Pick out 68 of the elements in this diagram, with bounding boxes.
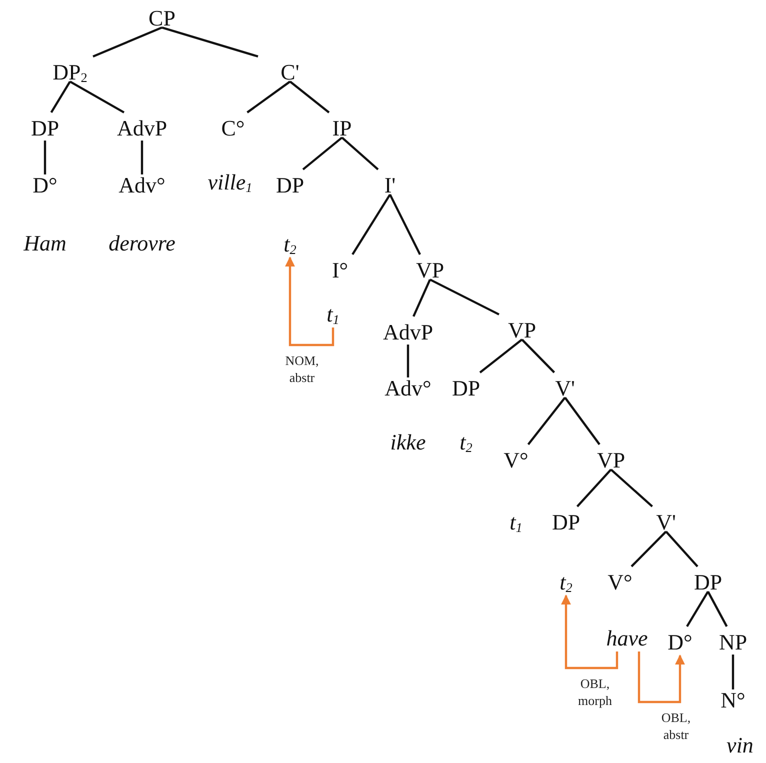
node-label: C' xyxy=(280,60,300,84)
terminal-word: Ham xyxy=(24,231,66,255)
node-label: VP xyxy=(596,448,626,472)
node-label: DP xyxy=(276,173,304,197)
tree-branch xyxy=(406,344,410,378)
tree-branch xyxy=(44,140,46,174)
tree-branch xyxy=(302,136,343,170)
node-label: NP xyxy=(718,630,748,654)
node-label: I° xyxy=(332,258,348,282)
node-label: AdvP xyxy=(116,116,168,140)
tree-branch xyxy=(630,530,667,568)
node-label: I' xyxy=(384,173,396,197)
node-label: VP xyxy=(416,258,444,282)
node-label: DP xyxy=(452,376,480,400)
tree-branch xyxy=(665,530,698,568)
terminal-word: derovre xyxy=(108,231,176,255)
terminal-word: t$_{2}$ xyxy=(284,232,296,256)
tree-branch xyxy=(521,338,556,374)
tree-branch xyxy=(610,468,653,508)
node-label: AdvP xyxy=(382,320,434,344)
tree-branch xyxy=(412,279,431,317)
terminal-word: t$_{2}$ xyxy=(460,430,472,454)
tree-branch xyxy=(140,140,144,174)
tree-branch xyxy=(430,278,500,316)
node-label: D° xyxy=(668,630,692,654)
tree-branch xyxy=(576,468,612,508)
node-label: CP xyxy=(148,6,176,30)
node-label: C° xyxy=(221,116,245,140)
node-label: N° xyxy=(720,688,746,712)
tree-branch xyxy=(352,194,391,256)
node-label: DP xyxy=(552,510,580,534)
edge-label: OBL, morph xyxy=(578,676,612,710)
terminal-word: have xyxy=(606,626,648,650)
node-label: DP xyxy=(694,570,722,594)
tree-branch xyxy=(341,136,379,170)
tree-branch xyxy=(246,80,291,114)
tree-branch xyxy=(479,338,523,374)
node-label: D° xyxy=(32,173,58,197)
terminal-word: vin xyxy=(726,733,754,757)
tree-branch xyxy=(92,26,162,58)
node-label: V° xyxy=(608,570,632,594)
tree-branch xyxy=(162,26,258,58)
node-label: DP$_{2}$ xyxy=(52,60,88,84)
node-label: DP xyxy=(30,116,60,140)
node-label: Adv° xyxy=(118,173,166,197)
tree-branch xyxy=(389,194,421,255)
movement-arrow xyxy=(285,256,334,346)
terminal-word: t$_{2}$ xyxy=(560,570,572,594)
terminal-word: ikke xyxy=(390,430,426,454)
tree-branch xyxy=(527,396,566,446)
terminal-word: t$_{1}$ xyxy=(510,510,522,534)
tree-branch xyxy=(50,80,71,114)
node-label: IP xyxy=(332,116,352,140)
tree-branch xyxy=(69,80,125,114)
tree-branch xyxy=(289,80,330,114)
tree-branch xyxy=(732,654,734,690)
movement-arrow xyxy=(561,594,618,670)
terminal-word: ville$_{1}$ xyxy=(208,170,252,194)
tree-branch xyxy=(564,396,600,446)
node-label: V° xyxy=(504,448,528,472)
node-label: V' xyxy=(656,510,676,534)
node-label: V' xyxy=(555,376,575,400)
movement-arrow xyxy=(638,652,685,704)
tree-branch xyxy=(707,591,728,627)
tree-branch xyxy=(686,590,709,628)
terminal-word: t$_{1}$ xyxy=(326,302,340,326)
node-label: Adv° xyxy=(384,376,432,400)
node-label: VP xyxy=(508,318,536,342)
